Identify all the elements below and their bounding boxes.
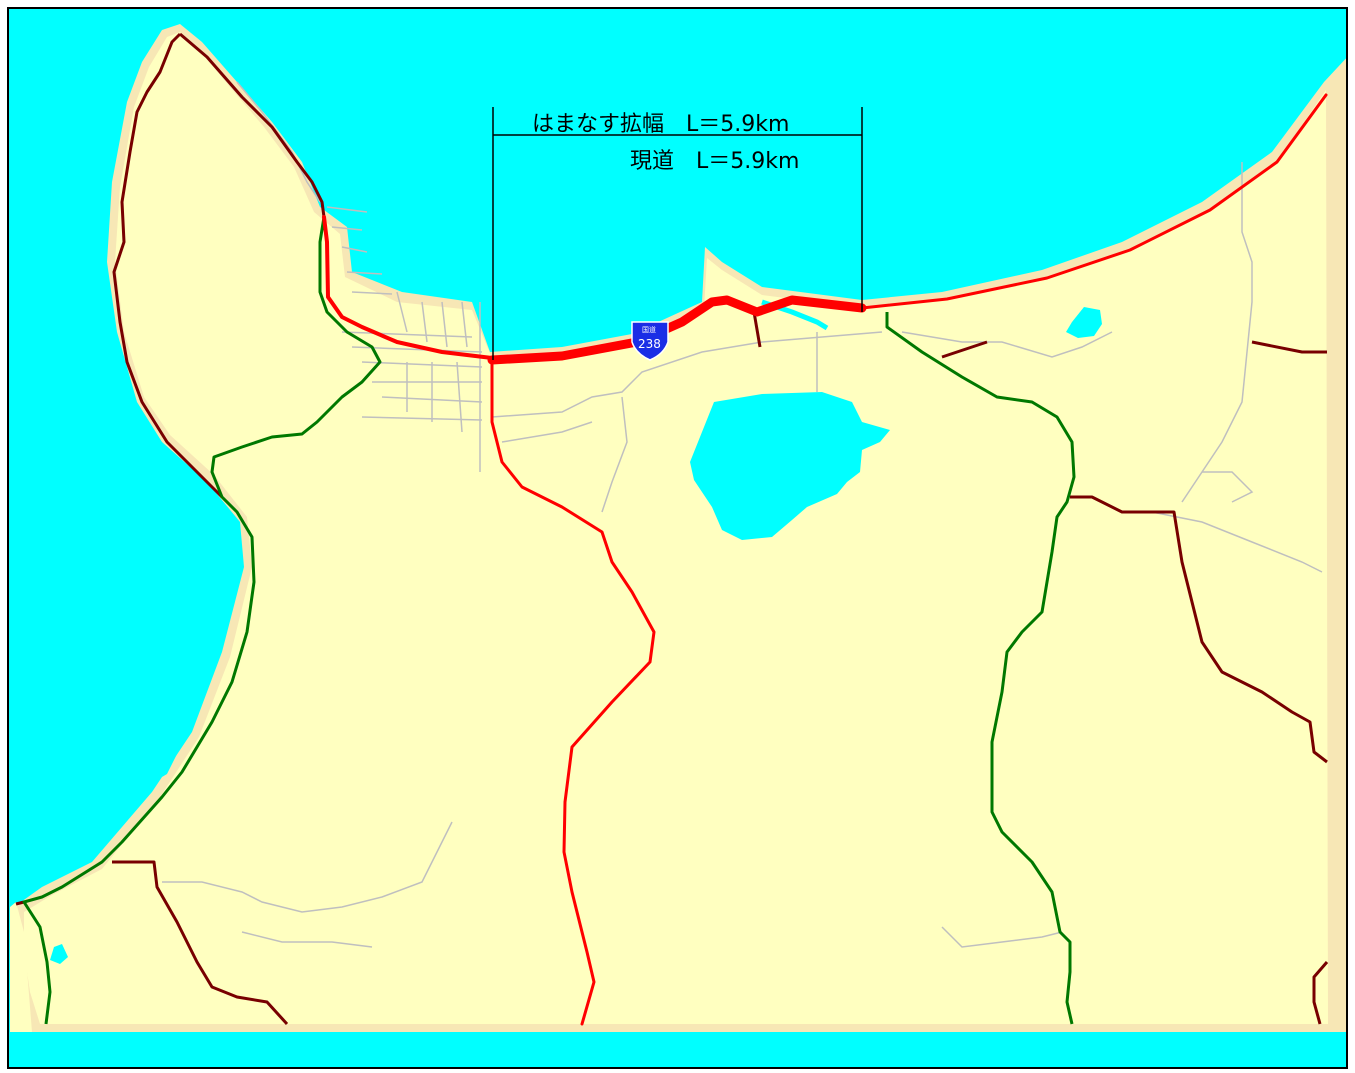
route-shield-icon: [631, 321, 669, 361]
lake: [690, 392, 890, 540]
municipal-roads: [15, 32, 1329, 1026]
minor-roads: [162, 81, 1323, 948]
route-shield-number: 238: [638, 337, 661, 351]
national-roads: [322, 93, 1328, 1026]
route-shield-caption: 国道: [642, 325, 656, 334]
map-frame: はまなす拡幅 L＝5.9km 現道 L＝5.9km 国道 238: [7, 7, 1348, 1069]
prefectural-roads: [22, 216, 1076, 1025]
pond-right: [1066, 307, 1102, 338]
current-road-label: 現道 L＝5.9km: [630, 149, 799, 174]
road-map: はまなす拡幅 L＝5.9km 現道 L＝5.9km 国道 238: [9, 9, 1346, 1067]
route-238-shield: 国道 238: [631, 321, 669, 361]
small-pond-left: [162, 742, 180, 777]
section-bracket: [492, 107, 863, 360]
small-pond-bottom: [50, 944, 68, 964]
widening-label: はまなす拡幅 L＝5.9km: [532, 112, 789, 137]
land: [24, 32, 1328, 1024]
left-spit: [10, 902, 32, 1032]
